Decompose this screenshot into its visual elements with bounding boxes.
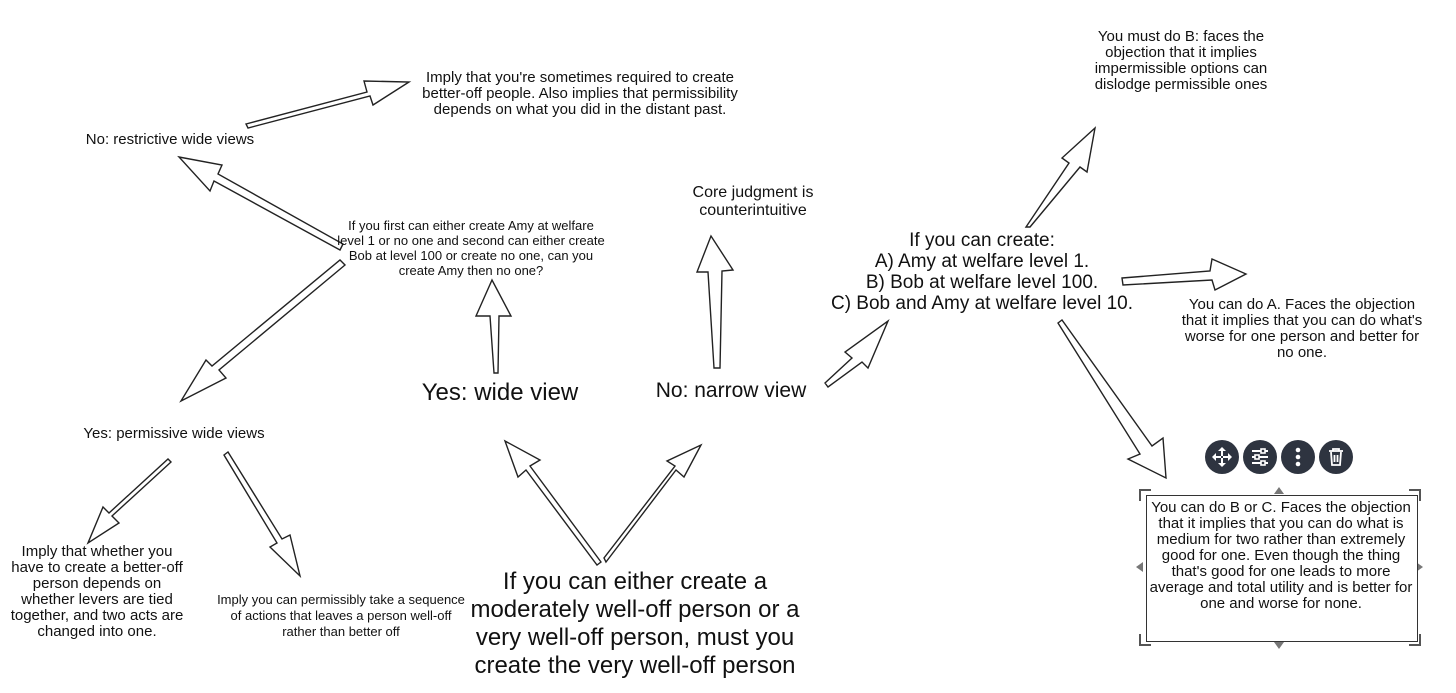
resize-handle-left[interactable] [1136,562,1143,572]
can-do-b-or-c[interactable]: You can do B or C. Faces the objection t… [1149,499,1413,612]
permissive-wide-views: Yes: permissive wide views [83,425,265,442]
arrow-permissive-to-sequence [223,450,302,579]
arrow-wide-to-question [474,278,513,374]
must-do-b: You must do B: faces the objection that … [1094,28,1268,93]
arrow-question-to-restrictive [177,155,344,251]
arrow-permissive-to-levers [86,458,173,545]
levers-consequence: Imply that whether you have to create a … [10,543,184,640]
settings-button[interactable] [1243,440,1277,474]
arrow-root-to-narrow [603,443,703,564]
arrow-question-to-permissive [179,259,347,403]
corner-handle-top-right[interactable] [1409,489,1421,501]
resize-handle-top[interactable] [1274,487,1284,494]
arrow-root-to-wide [503,439,602,566]
corner-handle-top-left[interactable] [1139,489,1151,501]
can-do-a: You can do A. Faces the objection that i… [1181,296,1423,361]
option-c: C) Bob and Amy at welfare level 10. [830,293,1134,314]
selected-node-box[interactable]: You can do B or C. Faces the objection t… [1146,495,1418,642]
arrow-restrictive-to-consequence [244,80,412,129]
core-judgment: Core judgment is counterintuitive [692,184,814,219]
amy-bob-question: If you first can either create Amy at we… [337,218,605,278]
three-options: If you can create: A) Amy at welfare lev… [820,230,1144,314]
option-b: B) Bob at welfare level 100. [865,272,1099,293]
corner-handle-bottom-left[interactable] [1139,634,1151,646]
resize-handle-bottom[interactable] [1274,642,1284,649]
node-toolbar [1205,440,1353,474]
option-a: A) Amy at welfare level 1. [874,251,1090,272]
wide-view-label: Yes: wide view [421,379,579,406]
three-options-intro: If you can create: [909,230,1055,251]
root-question: If you can either create a moderately we… [470,568,800,679]
arrow-narrow-to-options [824,318,890,388]
resize-handle-right[interactable] [1416,562,1423,572]
arrow-narrow-to-core [695,234,735,369]
move-icon [1212,447,1232,467]
arrow-options-to-can-a [1121,257,1248,292]
restrictive-consequence: Imply that you're sometimes required to … [422,69,738,118]
delete-button[interactable] [1319,440,1353,474]
more-options-button[interactable] [1281,440,1315,474]
move-button[interactable] [1205,440,1239,474]
trash-icon [1329,448,1343,466]
sequence-consequence: Imply you can permissibly take a sequenc… [217,592,465,639]
arrow-options-to-b-or-c [1057,319,1167,480]
narrow-view-label: No: narrow view [655,379,807,402]
arrow-options-to-must-b [1024,126,1097,228]
more-options-icon [1295,447,1301,467]
settings-sliders-icon [1252,448,1268,466]
corner-handle-bottom-right[interactable] [1409,634,1421,646]
restrictive-wide-views: No: restrictive wide views [85,131,255,148]
